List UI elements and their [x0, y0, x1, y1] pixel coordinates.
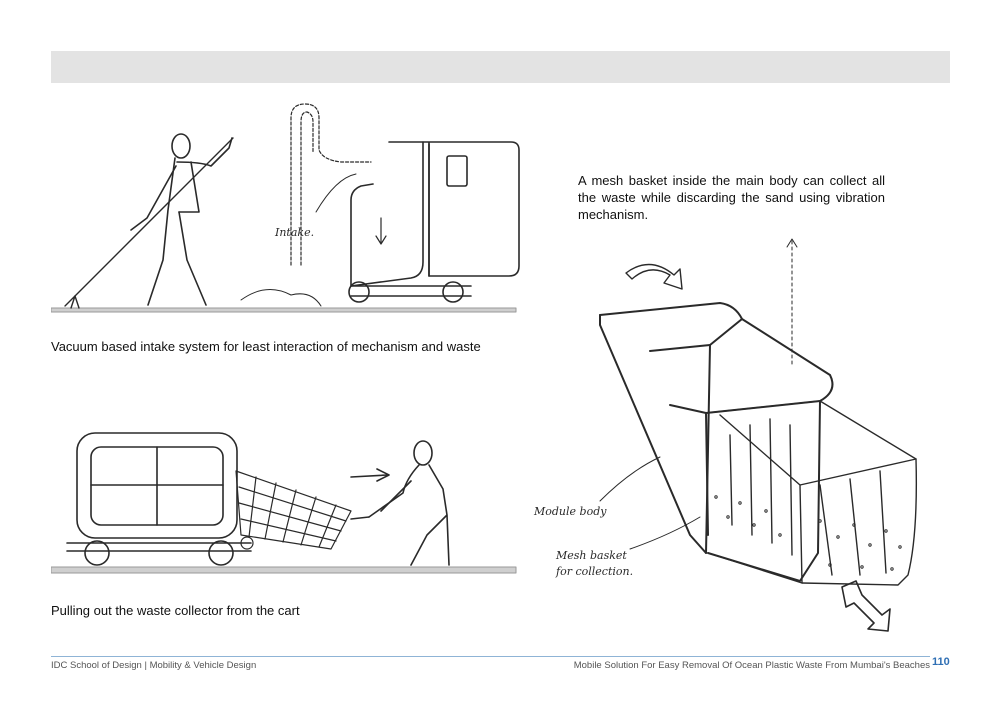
module-body-label: Module body: [533, 505, 607, 518]
intake-pipe: [290, 103, 372, 266]
module-body-unit: [66, 432, 252, 566]
vibration-curved-arrow-icon: [625, 263, 683, 290]
footer-school: IDC School of Design | Mobility & Vehicl…: [51, 660, 257, 671]
double-arrow-icon: [841, 580, 891, 632]
header-band: [51, 51, 950, 83]
mesh-dots: [714, 495, 902, 571]
pull-caption: Pulling out the waste collector from the…: [51, 603, 300, 618]
cart-pull-sketch: [51, 425, 521, 580]
person-raking-figure: [130, 133, 233, 306]
mesh-basket-sketch: Module body Mesh basket for collection.: [520, 235, 930, 645]
mesh-basket-label-2: for collection.: [555, 565, 633, 578]
vacuum-intake-sketch: Intake.: [51, 100, 521, 320]
person-pulling-figure: [368, 440, 450, 566]
footer-project-title: Mobile Solution For Easy Removal Of Ocea…: [573, 660, 930, 671]
page-number: 110: [932, 656, 950, 668]
module-body-outline: [599, 302, 834, 582]
mesh-caption: A mesh basket inside the main body can c…: [578, 173, 885, 222]
footer-divider: [51, 656, 930, 657]
intake-label: Intake.: [274, 226, 314, 239]
mesh-collector-cart: [235, 470, 352, 550]
vacuum-machine: [348, 141, 520, 303]
rake-tool: [64, 137, 234, 309]
mesh-basket-outline: [705, 400, 918, 586]
vacuum-caption: Vacuum based intake system for least int…: [51, 339, 481, 354]
mesh-basket-label-1: Mesh basket: [555, 549, 627, 562]
